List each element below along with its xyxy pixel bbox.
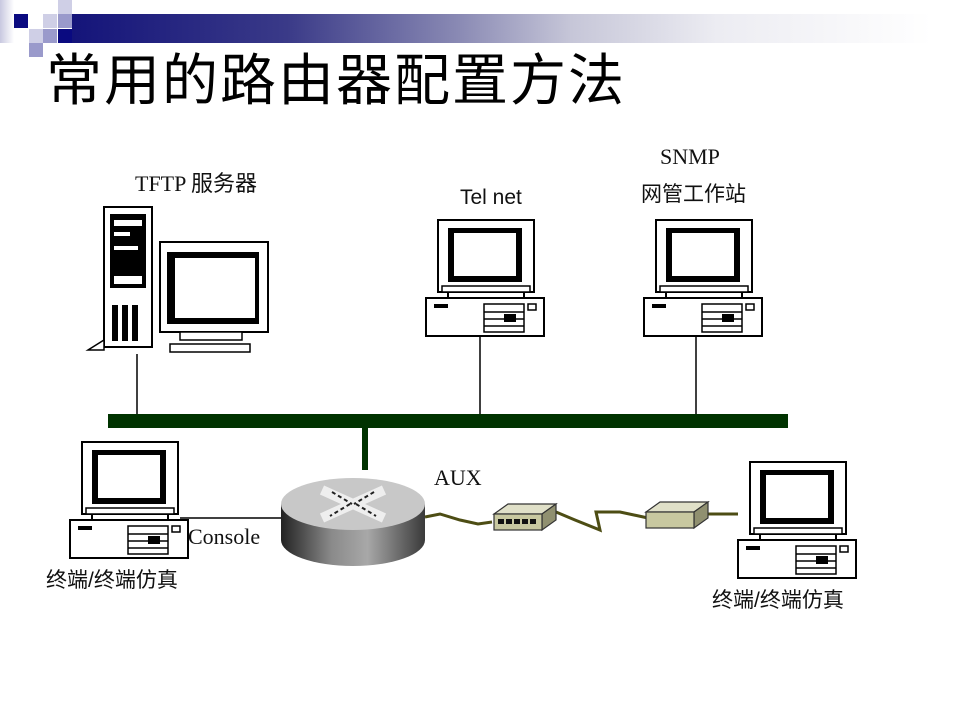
tftp-server-label: TFTP 服务器 [135,171,258,196]
remote-terminal-label: 终端/终端仿真 [712,589,844,612]
snmp-sublabel: 网管工作站 [641,183,746,206]
local-modem-icon [492,502,558,532]
router-icon [281,478,425,566]
console-terminal-computer-icon [69,441,189,559]
lan-bus [108,414,788,428]
telnet-label: Tel net [460,186,522,209]
corner-decoration-square [29,29,43,43]
remote-modem-icon [644,500,710,530]
corner-decoration-square [43,29,57,43]
corner-decoration-square [58,29,72,43]
remote-terminal-computer-icon [737,461,857,579]
corner-decoration-strip [0,0,14,43]
snmp-computer-icon [643,219,763,337]
console-terminal-label: 终端/终端仿真 [46,569,178,592]
console-link-label: Console [188,524,261,549]
tftp-server-icon [85,206,269,353]
aux-serial-link [424,510,738,533]
telnet-computer-icon [425,219,545,337]
corner-decoration-square [58,14,72,28]
title-gradient-bar [72,14,932,43]
corner-decoration-square [43,14,57,28]
corner-decoration-square [29,43,43,57]
snmp-label: SNMP [660,144,720,169]
router-uplink [362,428,368,470]
corner-decoration-square [58,0,72,14]
corner-decoration-square [14,14,28,28]
slide-title: 常用的路由器配置方法 [46,49,626,114]
aux-link-label: AUX [434,465,482,490]
